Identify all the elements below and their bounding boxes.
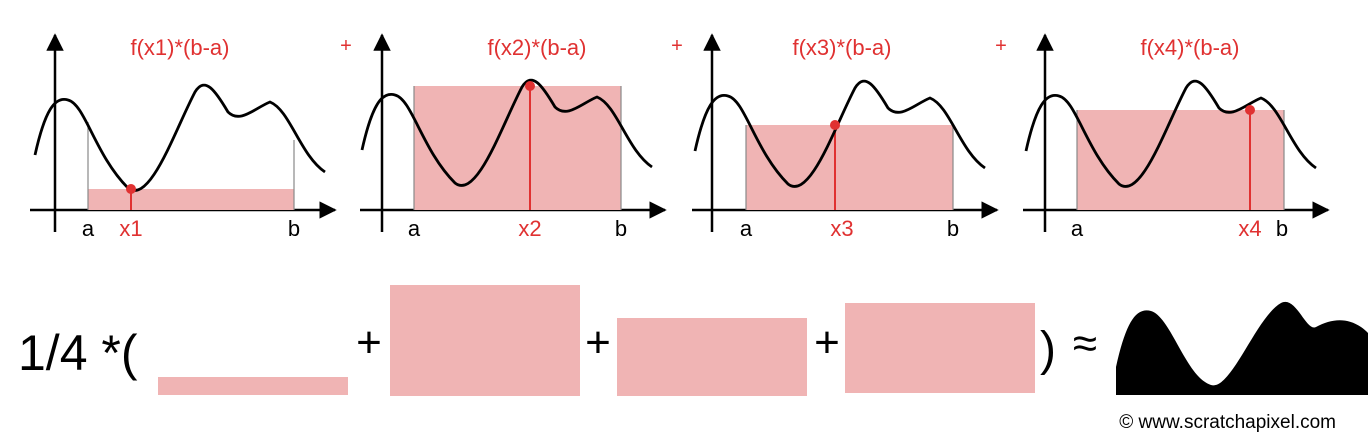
b-label: b [615,216,627,241]
term-rectangle-3 [617,318,807,396]
panel-2: f(x2)*(b-a) + a x2 b [360,33,683,241]
sample-point [1245,105,1255,115]
function-curve [33,83,327,192]
equation-close-paren: ) [1040,323,1056,376]
formula-label: f(x2)*(b-a) [487,35,586,60]
area-rectangle [1077,110,1284,210]
x-label: x2 [518,216,541,241]
term-rectangle-4 [845,303,1035,393]
panel-1: f(x1)*(b-a) + a x1 b [30,33,352,241]
term-rectangle-2 [390,285,580,396]
b-label: b [1276,216,1288,241]
formula-label: f(x4)*(b-a) [1140,35,1239,60]
panel-3: f(x3)*(b-a) + a x3 b [692,33,1007,241]
sample-point [830,120,840,130]
copyright-notice: © www.scratchapixel.com [1119,412,1336,433]
formula-label: f(x1)*(b-a) [130,35,229,60]
a-label: a [740,216,753,241]
formula-label: f(x3)*(b-a) [792,35,891,60]
term-rectangle-1 [158,377,348,395]
area-rectangle [746,125,953,210]
filled-curve-area [1116,301,1368,395]
equation-plus-3: + [814,318,840,367]
x-label: x1 [119,216,142,241]
a-label: a [1071,216,1084,241]
a-label: a [408,216,421,241]
panel-4: f(x4)*(b-a) a x4 b [1023,33,1330,241]
sample-point [525,81,535,91]
plus-sign: + [671,35,683,57]
x-label: x4 [1238,216,1261,241]
approx-sign: ≈ [1073,319,1097,368]
plus-sign: + [340,35,352,57]
x-label: x3 [830,216,853,241]
equation-plus-2: + [585,318,611,367]
b-label: b [947,216,959,241]
equation-plus-1: + [356,318,382,367]
a-label: a [82,216,95,241]
b-label: b [288,216,300,241]
equation-row: 1/4 *( + + + ) ≈ [18,285,1368,396]
equation-prefix: 1/4 *( [18,325,138,381]
area-rectangle [414,86,621,210]
plus-sign: + [995,35,1007,57]
sample-point [126,184,136,194]
area-rectangle [88,189,294,210]
